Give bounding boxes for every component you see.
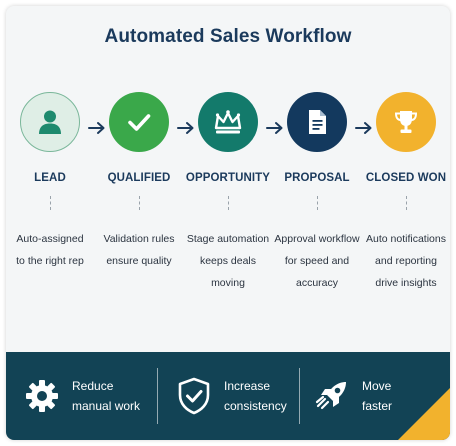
arrow-right-icon <box>88 122 105 134</box>
stage-closed-won: CLOSED WON Auto notifications and report… <box>362 92 450 294</box>
stage-lead-circle <box>20 92 80 152</box>
arrow-right-icon <box>355 122 372 134</box>
benefit-increase-consistency: Increase consistency <box>174 352 287 440</box>
stage-lead: LEAD Auto-assigned to the right rep <box>6 92 94 272</box>
stage-description: Auto-assigned to the right rep <box>16 233 84 267</box>
workflow-card: Automated Sales Workflow LEAD Auto-assig… <box>6 6 450 440</box>
stage-description: Validation rules ensure quality <box>103 233 175 267</box>
stage-closed-won-circle <box>376 92 436 152</box>
accent-corner <box>398 388 450 440</box>
crown-icon <box>214 110 242 134</box>
stage-proposal: PROPOSAL Approval workflow for speed and… <box>273 92 361 294</box>
stage-description: Auto notifications and reporting drive i… <box>366 233 446 289</box>
stage-label: QUALIFIED <box>107 172 171 184</box>
stage-label: LEAD <box>34 172 66 184</box>
stage-qualified: QUALIFIED Validation rules ensure qualit… <box>95 92 183 272</box>
stage-label: CLOSED WON <box>365 172 447 184</box>
footer-divider <box>157 368 158 424</box>
person-icon <box>39 110 61 134</box>
rocket-icon <box>312 376 352 416</box>
benefit-text: Increase consistency <box>224 379 287 413</box>
stage-description: Approval workflow for speed and accuracy <box>274 233 360 289</box>
arrow-right-icon <box>177 122 194 134</box>
footer-divider <box>299 368 300 424</box>
arrow-right-icon <box>266 122 283 134</box>
checkmark-icon <box>128 114 151 131</box>
benefits-footer: Reduce manual work Increase consistency <box>6 352 450 440</box>
dashed-connector <box>138 196 140 210</box>
stage-opportunity: OPPORTUNITY Stage automation keeps deals… <box>184 92 272 294</box>
document-icon <box>309 110 326 134</box>
benefit-text: Move faster <box>362 379 393 413</box>
benefit-reduce-manual-work: Reduce manual work <box>22 352 140 440</box>
trophy-icon <box>394 111 418 133</box>
page-title: Automated Sales Workflow <box>104 26 352 47</box>
dashed-connector <box>227 196 229 210</box>
benefit-text: Reduce manual work <box>72 379 141 413</box>
dashed-connector <box>405 196 407 210</box>
dashed-connector <box>49 196 51 210</box>
stage-qualified-circle <box>109 92 169 152</box>
stage-label: PROPOSAL <box>284 172 350 184</box>
shield-check-icon <box>174 376 214 416</box>
gear-icon <box>22 376 62 416</box>
stage-proposal-circle <box>287 92 347 152</box>
benefit-move-faster: Move faster <box>312 352 392 440</box>
stage-label: OPPORTUNITY <box>185 172 271 184</box>
stage-row: LEAD Auto-assigned to the right rep QUAL… <box>6 92 450 312</box>
stage-description: Stage automation keeps deals moving <box>186 233 270 289</box>
stage-opportunity-circle <box>198 92 258 152</box>
dashed-connector <box>316 196 318 210</box>
